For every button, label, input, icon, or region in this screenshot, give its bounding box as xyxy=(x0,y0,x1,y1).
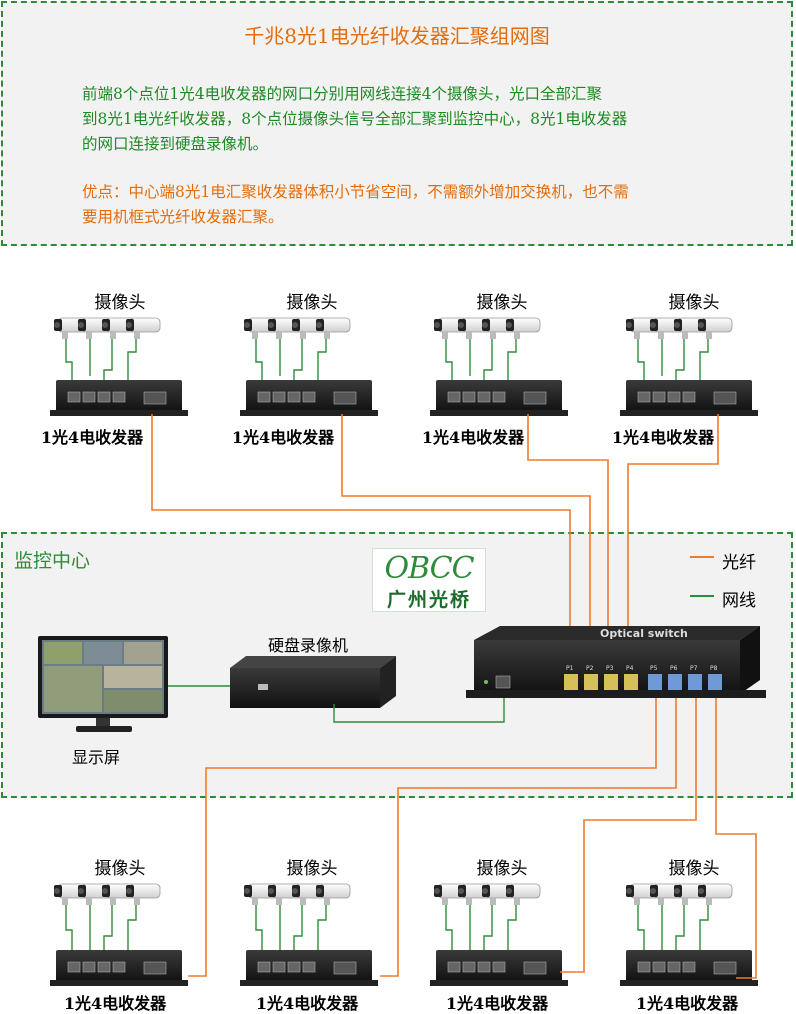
legend-fiber-label: 光纤 xyxy=(722,553,756,573)
switch-port-label: P4 xyxy=(626,665,634,672)
description: 前端8个点位1光4电收发器的网口分别用网线连接4个摄像头，光口全部汇聚 到8光1… xyxy=(82,82,742,157)
optical-switch: Optical switch P1 P2 P3 P4 P5 P6 P7 P8 xyxy=(466,626,766,698)
camera-label: 摄像头 xyxy=(286,859,338,879)
cable-lines-bottom xyxy=(65,904,709,958)
logo-text-cn: 广州光桥 xyxy=(386,589,471,611)
monitor-label: 显示屏 xyxy=(72,748,121,767)
nvr-label: 硬盘录像机 xyxy=(268,636,349,655)
camera-label: 摄像头 xyxy=(286,293,338,313)
switch-port-label: P8 xyxy=(710,665,718,672)
nvr-cable xyxy=(333,690,505,723)
advantage-line: 要用机框式光纤收发器汇聚。 xyxy=(82,208,284,226)
nvr-device xyxy=(230,656,396,708)
fiber-lines xyxy=(151,414,757,979)
cameras-bottom xyxy=(53,883,733,906)
transceiver-label: 1光4电收发器 xyxy=(231,428,335,447)
monitor xyxy=(38,636,168,732)
description-line: 前端8个点位1光4电收发器的网口分别用网线连接4个摄像头，光口全部汇聚 xyxy=(82,85,602,103)
switch-port-label: P3 xyxy=(606,665,614,672)
advantage-line: 优点：中心端8光1电汇聚收发器体积小节省空间，不需额外增加交换机，也不需 xyxy=(82,183,629,201)
transceivers-bottom xyxy=(49,949,759,987)
transceiver-label: 1光4电收发器 xyxy=(40,428,144,447)
camera-label: 摄像头 xyxy=(94,293,146,313)
camera-label: 摄像头 xyxy=(668,293,720,313)
transceivers-top xyxy=(49,379,759,417)
transceiver-label: 1光4电收发器 xyxy=(635,994,739,1013)
camera-label: 摄像头 xyxy=(94,859,146,879)
transceiver-label: 1光4电收发器 xyxy=(421,428,525,447)
transceiver-label: 1光4电收发器 xyxy=(255,994,359,1013)
description-line: 的网口连接到硬盘录像机。 xyxy=(82,135,269,153)
transceiver-label: 1光4电收发器 xyxy=(445,994,549,1013)
info-panel xyxy=(1,1,793,246)
cameras-top xyxy=(53,317,733,340)
legend-cable-label: 网线 xyxy=(722,591,756,611)
switch-port-label: P5 xyxy=(650,665,658,672)
transceiver-label: 1光4电收发器 xyxy=(611,428,715,447)
logo-text-en: OBCC xyxy=(384,551,474,586)
transceiver-label: 1光4电收发器 xyxy=(63,994,167,1013)
camera-label: 摄像头 xyxy=(668,859,720,879)
camera-label: 摄像头 xyxy=(476,293,528,313)
switch-port-label: P2 xyxy=(586,665,594,672)
obcc-logo: OBCC 广州光桥 xyxy=(372,548,486,612)
advantage-text: 优点：中心端8光1电汇聚收发器体积小节省空间，不需额外增加交换机，也不需 要用机… xyxy=(82,180,742,230)
switch-port-label: P7 xyxy=(690,665,698,672)
cable-lines-top xyxy=(65,338,709,386)
switch-port-label: P6 xyxy=(670,665,678,672)
camera-label: 摄像头 xyxy=(476,859,528,879)
diagram-title: 千兆8光1电光纤收发器汇聚组网图 xyxy=(244,24,550,48)
switch-brand-text: Optical switch xyxy=(600,627,688,640)
switch-port-label: P1 xyxy=(566,665,574,672)
description-line: 到8光1电光纤收发器，8个点位摄像头信号全部汇聚到监控中心，8光1电收发器 xyxy=(82,110,628,128)
monitoring-center-title: 监控中心 xyxy=(14,550,91,572)
